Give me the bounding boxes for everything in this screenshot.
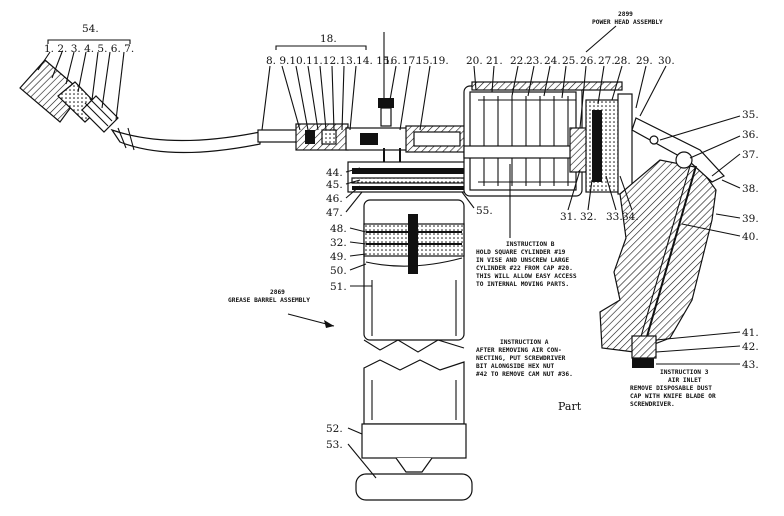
callout-41: 41. — [742, 327, 759, 339]
svg-text:SCREWDRIVER.: SCREWDRIVER. — [630, 401, 675, 408]
callout-36: 36. — [742, 129, 759, 141]
svg-text:HOLD SQUARE CYLINDER #19: HOLD SQUARE CYLINDER #19 — [476, 249, 566, 256]
callout-47: 47. — [326, 207, 343, 219]
callout-49: 49. — [330, 251, 347, 263]
callout-18: 18. — [320, 33, 337, 45]
svg-text:THIS WILL ALLOW EASY ACCESS: THIS WILL ALLOW EASY ACCESS — [476, 273, 577, 280]
callout-25: 25. — [562, 55, 579, 67]
svg-text:NECTING, PUT SCREWDRIVER: NECTING, PUT SCREWDRIVER — [476, 355, 566, 362]
power-cylinder — [463, 81, 633, 197]
callout-22: 22. — [510, 55, 527, 67]
handle-assembly — [599, 117, 725, 368]
callout-52: 52. — [326, 423, 343, 435]
callout-37: 37. — [742, 149, 759, 161]
instruction-b: INSTRUCTION B HOLD SQUARE CYLINDER #19 I… — [476, 241, 577, 288]
callout-35: 35. — [742, 109, 759, 121]
callout-54: 54. — [82, 23, 99, 35]
svg-text:CAP WITH KNIFE BLADE OR: CAP WITH KNIFE BLADE OR — [630, 393, 716, 400]
callout-44: 44. — [326, 167, 343, 179]
callout-24: 24. — [544, 55, 561, 67]
callout-15b: 15. — [416, 55, 433, 67]
callout-32b: 32. — [330, 237, 347, 249]
callout-28: 28. — [614, 55, 631, 67]
instruction-3: INSTRUCTION 3 AIR INLET REMOVE DISPOSABL… — [630, 369, 716, 408]
callout-34: 34. — [622, 211, 639, 223]
callout-8-15: 8. 9.10.11.12.13.14. 15. — [266, 55, 393, 67]
annotations: 2899 POWER HEAD ASSEMBLY 2869 GREASE BAR… — [228, 11, 716, 413]
callout-38: 38. — [742, 183, 759, 195]
svg-text:INSTRUCTION 3: INSTRUCTION 3 — [660, 369, 709, 376]
callout-46: 46. — [326, 193, 343, 205]
callout-43: 43. — [742, 359, 759, 371]
callout-17: 17. — [402, 55, 419, 67]
coupler-assembly — [19, 59, 261, 154]
power-head-number: 2899 — [618, 11, 633, 18]
callout-20: 20. — [466, 55, 483, 67]
callout-29: 29. — [636, 55, 653, 67]
callout-23: 23. — [526, 55, 543, 67]
svg-text:REMOVE DISPOSABLE DUST: REMOVE DISPOSABLE DUST — [630, 385, 712, 392]
svg-text:TO INTERNAL MOVING PARTS.: TO INTERNAL MOVING PARTS. — [476, 281, 569, 288]
svg-text:CYLINDER #22 FROM CAP #20.: CYLINDER #22 FROM CAP #20. — [476, 265, 573, 272]
svg-text:INSTRUCTION B: INSTRUCTION B — [506, 241, 555, 248]
extension-tube — [257, 98, 469, 193]
callout-labels: 54. 1. 2. 3. 4. 5. 6. 7. 18. 8. 9.10.11.… — [44, 23, 759, 451]
callout-30: 30. — [658, 55, 675, 67]
callout-1-7: 1. 2. 3. 4. 5. 6. 7. — [44, 43, 134, 55]
callout-19: 19. — [432, 55, 449, 67]
grease-barrel-title: GREASE BARREL ASSEMBLY — [228, 297, 310, 304]
power-head-title: POWER HEAD ASSEMBLY — [592, 19, 663, 26]
leader-lines — [37, 25, 741, 479]
grease-barrel-number: 2869 — [270, 289, 285, 296]
svg-text:#42 TO REMOVE CAM NUT #36.: #42 TO REMOVE CAM NUT #36. — [476, 371, 573, 378]
callout-33: 33. — [606, 211, 623, 223]
instruction-a: INSTRUCTION A AFTER REMOVING AIR CON- NE… — [476, 339, 573, 378]
callout-27: 27. — [598, 55, 615, 67]
callout-39: 39. — [742, 213, 759, 225]
callout-51: 51. — [330, 281, 347, 293]
return-spring — [478, 96, 576, 186]
svg-text:INSTRUCTION A: INSTRUCTION A — [500, 339, 549, 346]
grease-barrel — [355, 199, 473, 501]
callout-53: 53. — [326, 439, 343, 451]
callout-26: 26. — [580, 55, 597, 67]
part-label: Part — [558, 400, 582, 413]
callout-31: 31. — [560, 211, 577, 223]
callout-50: 50. — [330, 265, 347, 277]
callout-55: 55. — [476, 205, 493, 217]
callout-21: 21. — [486, 55, 503, 67]
callout-32: 32. — [580, 211, 597, 223]
svg-text:AIR INLET: AIR INLET — [668, 377, 702, 384]
callout-45: 45. — [326, 179, 343, 191]
svg-text:AFTER REMOVING AIR CON-: AFTER REMOVING AIR CON- — [476, 347, 562, 354]
callout-48: 48. — [330, 223, 347, 235]
callout-16: 16. — [384, 55, 401, 67]
svg-text:IN VISE AND UNSCREW LARGE: IN VISE AND UNSCREW LARGE — [476, 257, 569, 264]
callout-40: 40. — [742, 231, 759, 243]
svg-text:BIT ALONGSIDE HEX NUT: BIT ALONGSIDE HEX NUT — [476, 363, 555, 370]
callout-42: 42. — [742, 341, 759, 353]
